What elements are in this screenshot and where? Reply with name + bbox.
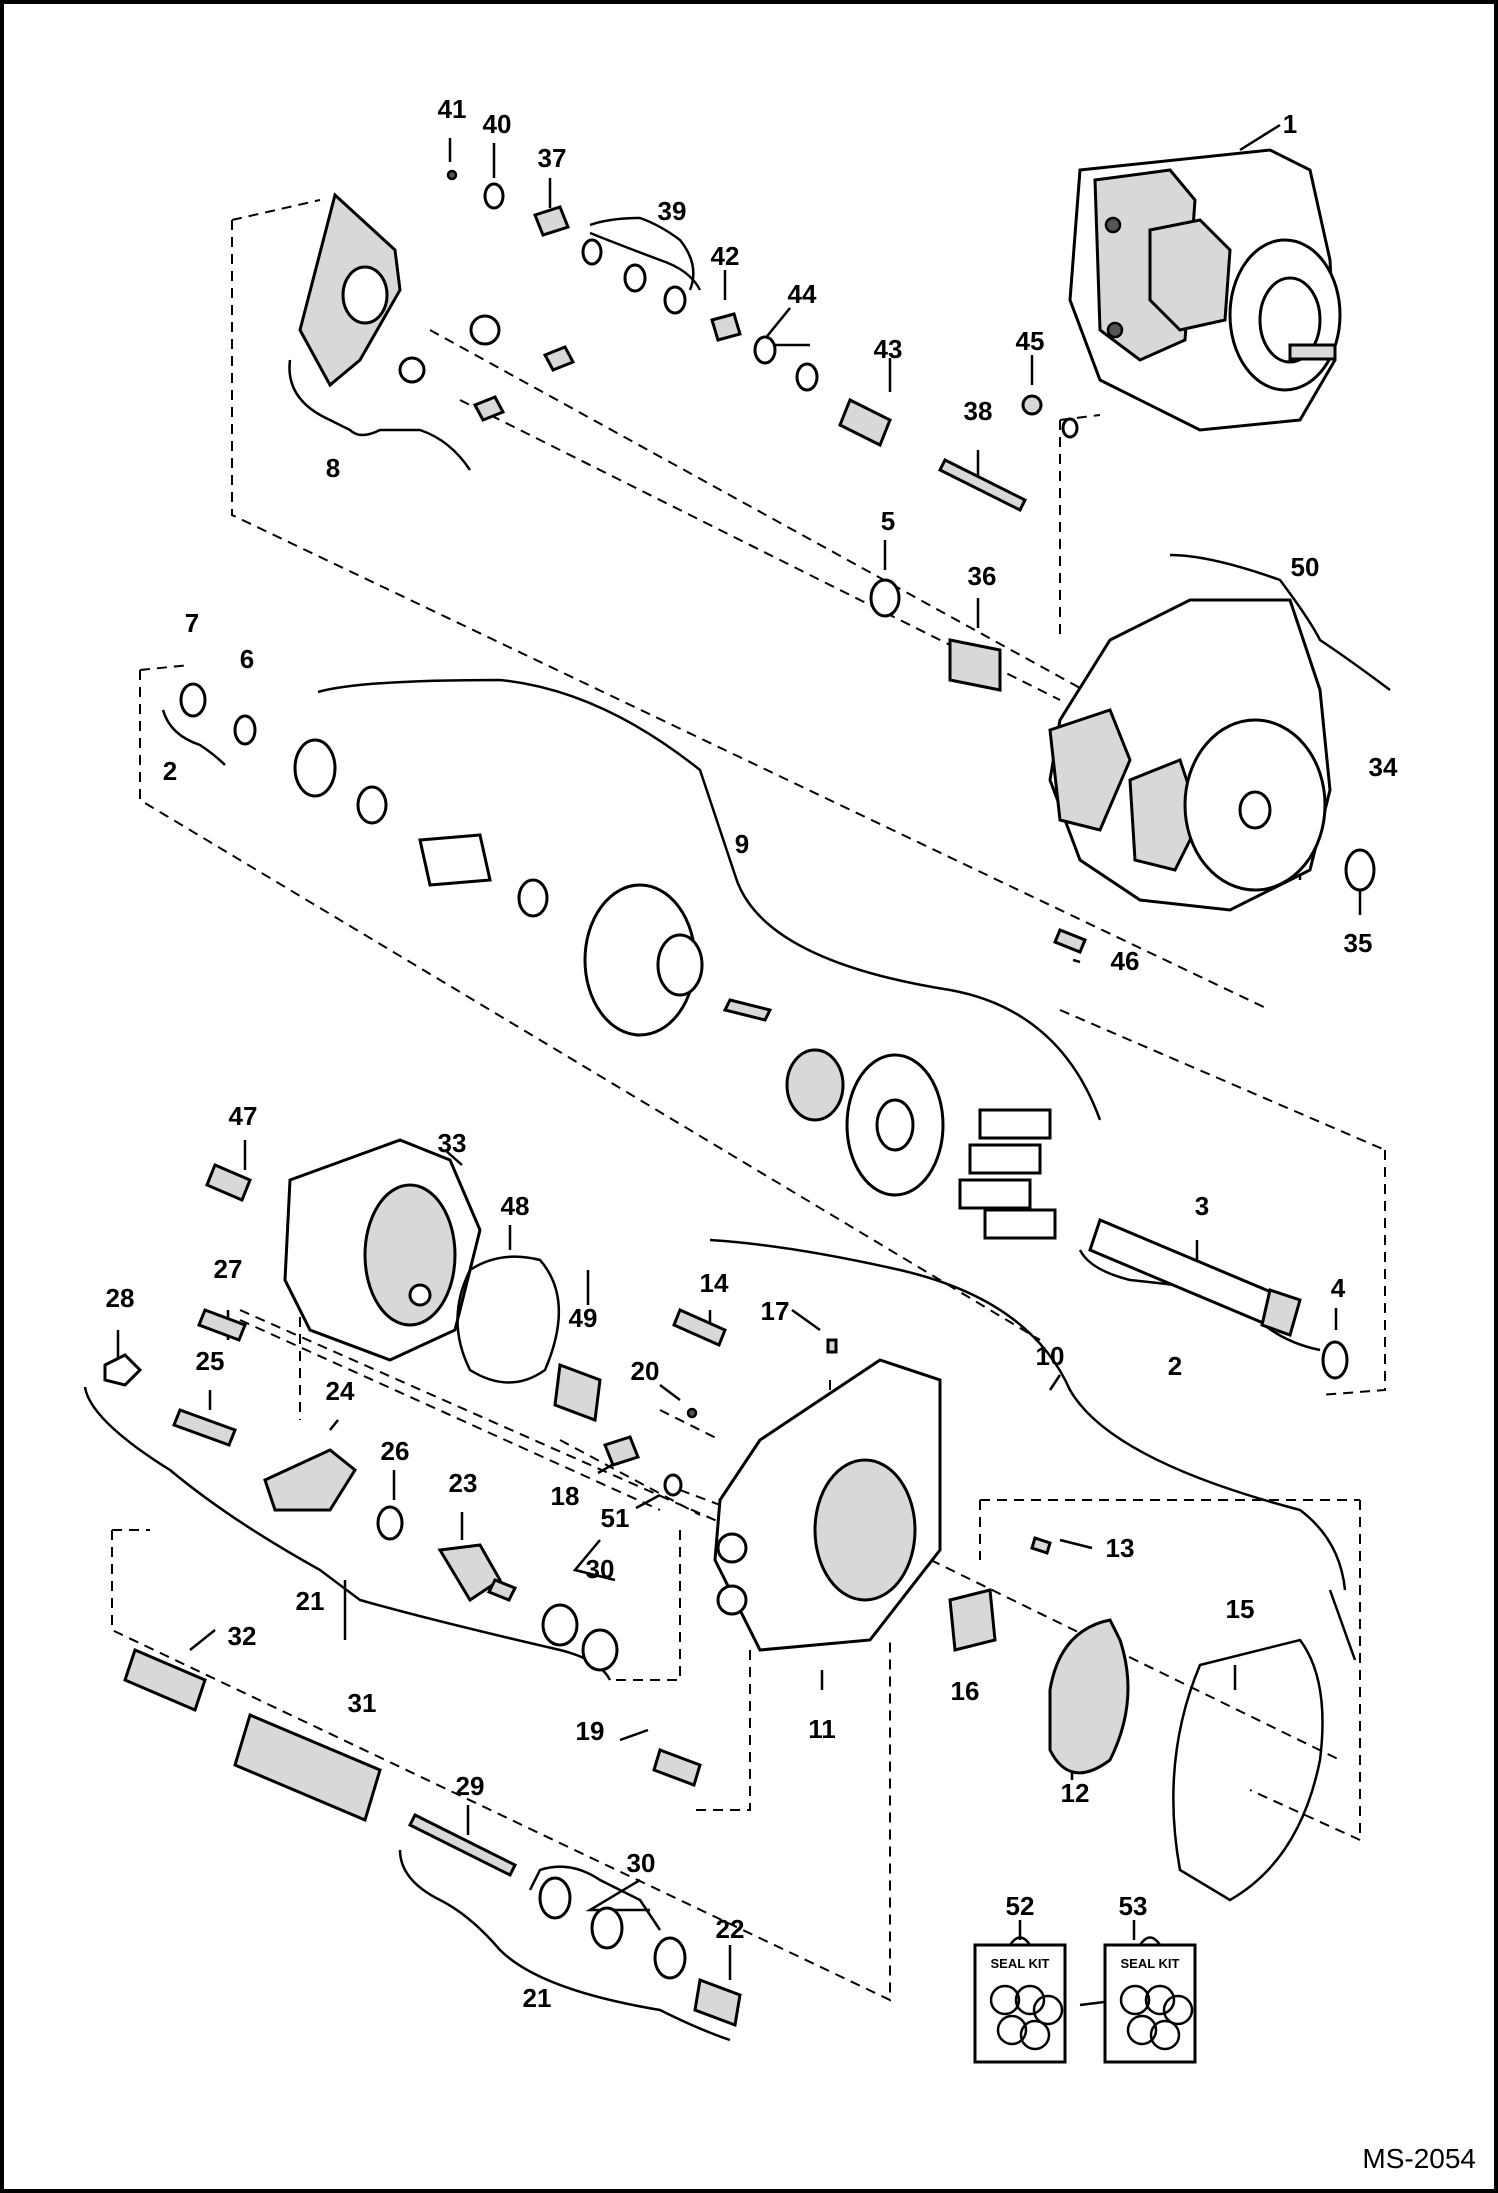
callout-40: 40 bbox=[483, 109, 512, 139]
callout-20: 20 bbox=[631, 1356, 660, 1386]
callout-44: 44 bbox=[788, 279, 817, 309]
callout-39: 39 bbox=[658, 196, 687, 226]
callout-21: 21 bbox=[523, 1983, 552, 2013]
callout-32: 32 bbox=[228, 1621, 257, 1651]
plate-and-gasket bbox=[1048, 1618, 1324, 1902]
callout-31: 31 bbox=[348, 1688, 377, 1718]
end-plate bbox=[298, 192, 576, 422]
seal-kit-53: SEAL KIT bbox=[1103, 1936, 1197, 2064]
leader-lines bbox=[116, 123, 1362, 2007]
callout-12: 12 bbox=[1061, 1778, 1090, 1808]
seal-and-bearing bbox=[869, 578, 1002, 692]
callout-3: 3 bbox=[1195, 1191, 1209, 1221]
callout-22: 22 bbox=[716, 1914, 745, 1944]
callout-labels: 1 2 2 3 4 5 6 7 8 9 10 11 12 13 14 15 16… bbox=[106, 94, 1398, 2013]
callout-35: 35 bbox=[1344, 928, 1373, 958]
callout-37: 37 bbox=[538, 143, 567, 173]
callout-43: 43 bbox=[874, 334, 903, 364]
callout-15: 15 bbox=[1226, 1594, 1255, 1624]
callout-49: 49 bbox=[569, 1303, 598, 1333]
relief-valve-group bbox=[103, 1308, 619, 1672]
ring-group bbox=[179, 682, 1057, 1240]
callout-38: 38 bbox=[964, 396, 993, 426]
assembly-lines bbox=[111, 199, 1386, 2002]
callout-2: 2 bbox=[1168, 1351, 1182, 1381]
callout-24: 24 bbox=[326, 1376, 355, 1406]
callout-48: 48 bbox=[501, 1191, 530, 1221]
callout-11: 11 bbox=[808, 1714, 836, 1744]
callout-14: 14 bbox=[700, 1268, 729, 1298]
top-row-seals bbox=[446, 169, 1079, 513]
callout-25: 25 bbox=[196, 1346, 225, 1376]
pump-assembly bbox=[1068, 148, 1342, 432]
housing-seals bbox=[1053, 848, 1376, 954]
callout-45: 45 bbox=[1016, 326, 1045, 356]
callout-23: 23 bbox=[449, 1468, 478, 1498]
seal-kit-52-label: SEAL KIT bbox=[991, 1956, 1050, 1971]
callout-28: 28 bbox=[106, 1283, 135, 1313]
callout-9: 9 bbox=[735, 829, 749, 859]
callout-8: 8 bbox=[326, 453, 340, 483]
callout-6: 6 bbox=[240, 644, 254, 674]
callout-13: 13 bbox=[1106, 1533, 1135, 1563]
drive-shaft bbox=[1088, 1217, 1349, 1380]
callout-7: 7 bbox=[185, 608, 199, 638]
callout-30: 30 bbox=[586, 1554, 615, 1584]
spring-group bbox=[123, 1647, 742, 2028]
pump-housing bbox=[1048, 598, 1332, 912]
callout-1: 1 bbox=[1283, 109, 1297, 139]
charge-pump bbox=[205, 1138, 602, 1423]
piston-cluster bbox=[958, 1108, 1057, 1240]
callout-5: 5 bbox=[881, 506, 895, 536]
callout-33: 33 bbox=[438, 1128, 467, 1158]
seal-kit-52: SEAL KIT bbox=[973, 1936, 1067, 2064]
callout-53: 53 bbox=[1119, 1891, 1148, 1921]
callout-4: 4 bbox=[1331, 1273, 1346, 1303]
callout-26: 26 bbox=[381, 1436, 410, 1466]
callout-19: 19 bbox=[576, 1716, 605, 1746]
callout-52: 52 bbox=[1006, 1891, 1035, 1921]
callout-17: 17 bbox=[761, 1296, 790, 1326]
callout-18: 18 bbox=[551, 1481, 580, 1511]
callout-10: 10 bbox=[1036, 1341, 1065, 1371]
callout-34: 34 bbox=[1369, 752, 1398, 782]
callout-29: 29 bbox=[456, 1771, 485, 1801]
callout-50: 50 bbox=[1291, 552, 1320, 582]
callout-47: 47 bbox=[229, 1101, 258, 1131]
end-cover bbox=[603, 1307, 1052, 1787]
callout-41: 41 bbox=[438, 94, 467, 124]
callout-27: 27 bbox=[214, 1254, 243, 1284]
callout-51: 51 bbox=[601, 1503, 630, 1533]
callout-2: 2 bbox=[163, 756, 177, 786]
figure-code: MS-2054 bbox=[1362, 2143, 1476, 2174]
callout-36: 36 bbox=[968, 561, 997, 591]
callout-46: 46 bbox=[1111, 946, 1140, 976]
seal-kit-53-label: SEAL KIT bbox=[1121, 1956, 1180, 1971]
callout-30: 30 bbox=[627, 1848, 656, 1878]
callout-21: 21 bbox=[296, 1586, 325, 1616]
group-brackets bbox=[83, 216, 1391, 2042]
callout-16: 16 bbox=[951, 1676, 980, 1706]
callout-42: 42 bbox=[711, 241, 740, 271]
